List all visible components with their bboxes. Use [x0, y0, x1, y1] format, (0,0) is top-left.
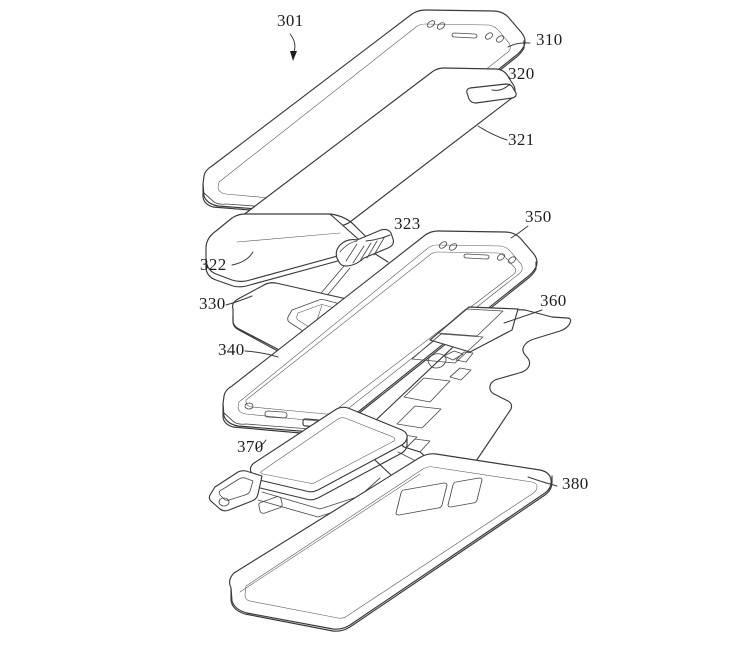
- support-bracket-bezel-sensors: [438, 241, 516, 264]
- callout-340: 340: [218, 340, 245, 359]
- display-module-group: [205, 67, 517, 322]
- callout-380: 380: [562, 474, 589, 493]
- battery-group: [208, 406, 408, 518]
- callout-320: 320: [508, 64, 535, 83]
- callout-321: 321: [508, 130, 535, 149]
- reference-numerals: 301 310 320 321 322 323 350 330 340 360 …: [199, 11, 589, 493]
- callout-322: 322: [200, 255, 227, 274]
- callout-360: 360: [540, 291, 567, 310]
- cover-window-bezel-sensors: [426, 20, 504, 43]
- callout-350: 350: [525, 207, 552, 226]
- callout-330: 330: [199, 294, 226, 313]
- leader-lines: [225, 33, 558, 487]
- callout-301: 301: [277, 11, 304, 30]
- callout-310: 310: [536, 30, 563, 49]
- callout-370: 370: [237, 437, 264, 456]
- rear-cover-group: [228, 453, 553, 632]
- rear-cover-openings: [395, 477, 483, 516]
- callout-323: 323: [394, 214, 421, 233]
